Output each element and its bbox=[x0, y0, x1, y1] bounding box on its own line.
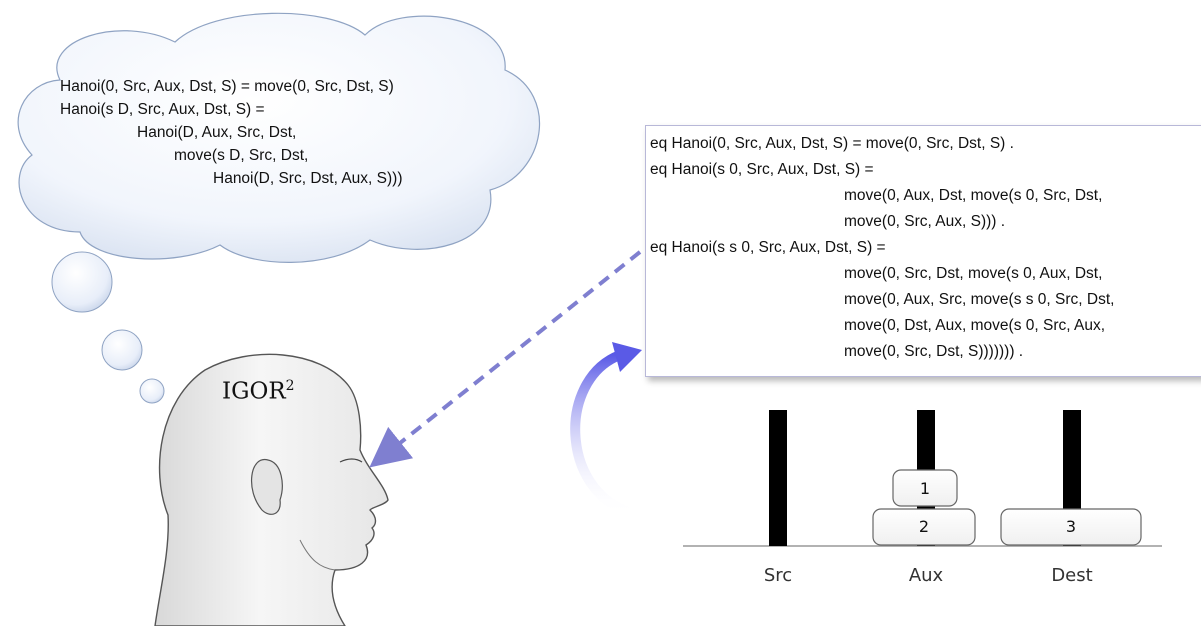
peg-label-aux: Aux bbox=[908, 565, 944, 586]
eq-line-6: move(0, Src, Dst, move(s 0, Aux, Dst, bbox=[844, 265, 1103, 282]
agent-name-text: IGOR bbox=[222, 378, 286, 405]
eq-line-8: move(0, Dst, Aux, move(s 0, Src, Aux, bbox=[844, 317, 1106, 334]
tower-of-hanoi bbox=[683, 410, 1162, 547]
jaw-line bbox=[299, 539, 336, 571]
cloud-line-5: Hanoi(D, Src, Dst, Aux, S))) bbox=[213, 170, 403, 187]
eq-line-2: eq Hanoi(s 0, Src, Aux, Dst, S) = bbox=[650, 161, 874, 178]
eq-line-5: eq Hanoi(s s 0, Src, Aux, Dst, S) = bbox=[650, 239, 886, 256]
cloud-line-4: move(s D, Src, Dst, bbox=[174, 147, 309, 164]
eq-line-7: move(0, Aux, Src, move(s s 0, Src, Dst, bbox=[844, 291, 1115, 308]
cloud-line-2: Hanoi(s D, Src, Aux, Dst, S) = bbox=[60, 101, 265, 118]
disk-2 bbox=[872, 508, 976, 546]
eq-line-1: eq Hanoi(0, Src, Aux, Dst, S) = move(0, … bbox=[650, 135, 1014, 152]
ear-icon bbox=[250, 459, 283, 515]
thought-cloud bbox=[17, 12, 540, 404]
peg-label-src: Src bbox=[763, 565, 793, 586]
cycle-arrow-icon bbox=[570, 342, 645, 520]
agent-name-superscript: 2 bbox=[285, 378, 295, 394]
head-illustration bbox=[154, 353, 389, 626]
equations-box: eq Hanoi(0, Src, Aux, Dst, S) = move(0, … bbox=[645, 125, 1201, 377]
disk-2-label: 2 bbox=[918, 517, 930, 536]
cloud-line-3: Hanoi(D, Aux, Src, Dst, bbox=[137, 124, 297, 141]
cloud-line-1: Hanoi(0, Src, Aux, Dst, S) = move(0, Src… bbox=[60, 78, 394, 95]
disk-3-label: 3 bbox=[1065, 517, 1077, 536]
eq-line-9: move(0, Src, Dst, S))))))) . bbox=[844, 343, 1024, 360]
thought-cloud-shape bbox=[17, 12, 540, 263]
eye-icon bbox=[339, 458, 363, 463]
disk-1 bbox=[892, 469, 958, 507]
disk-1-label: 1 bbox=[919, 479, 931, 498]
eq-line-3: move(0, Aux, Dst, move(s 0, Src, Dst, bbox=[844, 187, 1103, 204]
disk-3 bbox=[1000, 508, 1142, 546]
thought-bubble-medium bbox=[101, 329, 143, 371]
eq-line-4: move(0, Src, Aux, S))) . bbox=[844, 213, 1006, 230]
agent-name: IGOR2 bbox=[222, 378, 295, 405]
dashed-arrow bbox=[369, 250, 642, 468]
peg-label-dest: Dest bbox=[1051, 565, 1093, 586]
thought-bubble-large bbox=[51, 251, 113, 313]
thought-bubble-small bbox=[139, 378, 165, 404]
peg-src bbox=[769, 410, 787, 546]
